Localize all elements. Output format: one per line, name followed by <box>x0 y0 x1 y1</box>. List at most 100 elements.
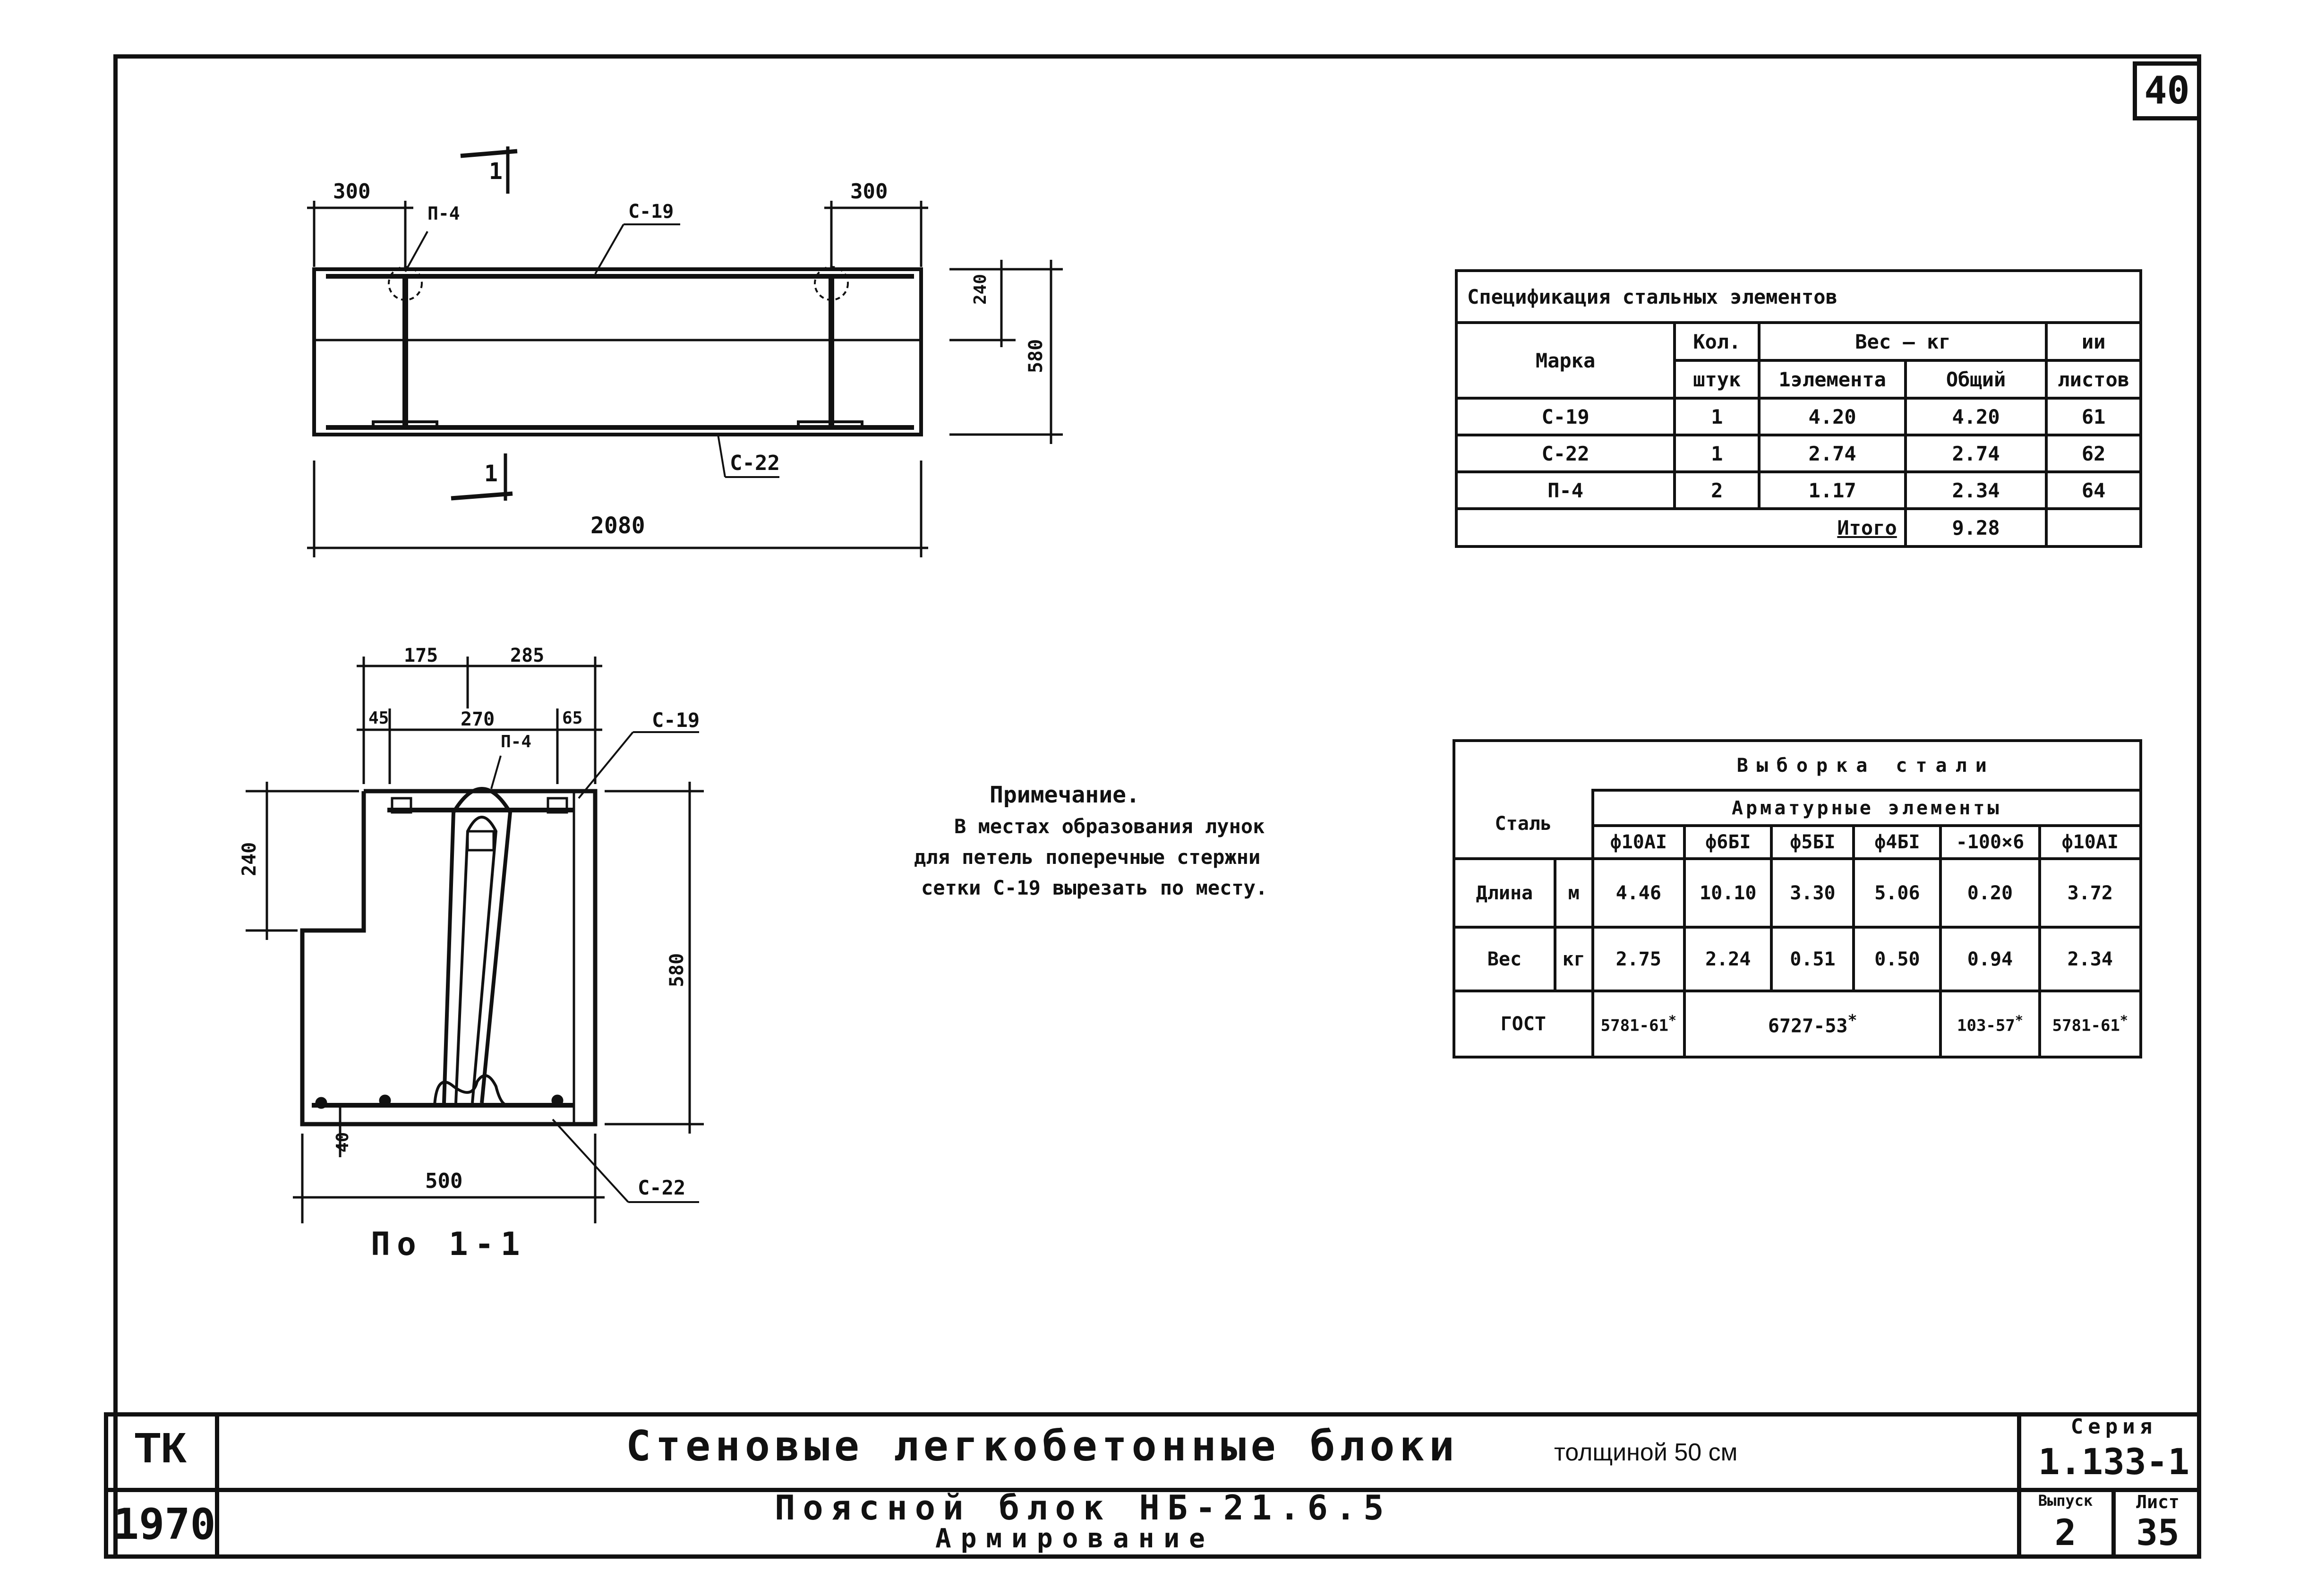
note-line-3: сетки С-19 вырезать по месту. <box>921 876 1268 899</box>
table-row: Длина м 4.46 10.10 3.30 5.06 0.20 3.72 <box>1453 857 2143 929</box>
steel-cell: 2.34 <box>2038 926 2143 992</box>
steel-gost-cell: 6727-53* <box>1683 990 1942 1058</box>
tb-sheet-value: 35 <box>2136 1511 2179 1553</box>
spec-cell: 2.34 <box>1904 470 2048 510</box>
steel-gost-label: ГОСТ <box>1453 990 1594 1058</box>
steel-cell: 5.06 <box>1852 857 1942 929</box>
steel-h-arm: Арматурные элементы <box>1731 797 2002 819</box>
steel-col-2: ф6БI <box>1683 824 1773 860</box>
steel-cell: 0.94 <box>1939 926 2041 992</box>
dim-240-section: 240 <box>239 842 260 876</box>
table-row: С-19 1 4.20 4.20 61 <box>1454 397 2142 436</box>
table-row: П-4 2 1.17 2.34 64 <box>1454 470 2142 510</box>
tb-issue-value: 2 <box>2054 1511 2077 1553</box>
gost-star: * <box>2120 1013 2128 1029</box>
tb-org: ТК <box>135 1425 187 1472</box>
dim-length: 2080 <box>590 512 645 539</box>
section-caption: По 1-1 <box>371 1226 527 1263</box>
table-row: ГОСТ 5781-61* 6727-53* 103-57* 5781-61* <box>1453 990 2143 1058</box>
tb-title-suffix: толщиной 50 см <box>1554 1439 1738 1466</box>
spec-cell: 1 <box>1673 434 1761 473</box>
dim-175: 175 <box>404 645 438 666</box>
steel-cell: 4.46 <box>1591 857 1686 929</box>
spec-itogo-value: 9.28 <box>1952 516 2000 539</box>
steel-ves-label: Вес <box>1453 926 1556 992</box>
sheet-number-box: 40 <box>2133 61 2201 120</box>
label-loop-front: П-4 <box>427 203 460 224</box>
steel-cell: 3.30 <box>1770 857 1855 929</box>
steel-gost-cell: 5781-61* <box>2038 990 2143 1058</box>
steel-ves-unit: кг <box>1553 926 1594 992</box>
steel-h-stal: Сталь <box>1495 813 1552 835</box>
spec-itogo-label: Итого <box>1837 516 1897 539</box>
steel-gost-4: 5781-61 <box>2052 1016 2120 1035</box>
tb-series-value: 1.133-1 <box>2038 1441 2190 1483</box>
tb-sheet-label: Лист <box>2136 1492 2179 1512</box>
tb-hline <box>104 1488 2201 1492</box>
label-mesh-top-front: С-19 <box>628 201 674 222</box>
spec-h-sheets-1: ии <box>2081 330 2106 353</box>
dim-40-section: 40 <box>333 1132 352 1152</box>
steel-dlina-unit: м <box>1553 857 1594 929</box>
spec-cell: 2.74 <box>1904 434 2048 473</box>
steel-gost-2: 6727-53 <box>1768 1015 1848 1037</box>
steel-title: Выборка стали <box>1736 754 1995 777</box>
tb-vline-1 <box>215 1412 219 1559</box>
spec-cell: 4.20 <box>1904 397 2048 436</box>
steel-cell: 2.75 <box>1591 926 1686 992</box>
spec-cell: 2.74 <box>1758 434 1907 473</box>
spec-cell: П-4 <box>1454 470 1676 510</box>
steel-col-6: ф10АI <box>2038 824 2143 860</box>
dim-left-300: 300 <box>333 179 371 204</box>
steel-dlina-label: Длина <box>1453 857 1556 929</box>
steel-gost-cell: 5781-61* <box>1591 990 1686 1058</box>
table-row: Вес кг 2.75 2.24 0.51 0.50 0.94 2.34 <box>1453 926 2143 992</box>
tb-subtitle-1: Поясной блок НБ-21.6.5 <box>775 1488 1392 1528</box>
steel-col-3: ф5БI <box>1770 824 1855 860</box>
spec-h-weight: Вес — кг <box>1855 330 1951 353</box>
block-outline <box>312 267 923 436</box>
spec-h-elem: 1элемента <box>1778 367 1886 391</box>
spec-cell: 62 <box>2045 434 2142 473</box>
steel-col-4: ф4БI <box>1852 824 1942 860</box>
spec-cell: 1 <box>1673 397 1761 436</box>
steel-col-5: -100×6 <box>1939 824 2041 860</box>
note-line-1: В местах образования лунок <box>954 815 1265 838</box>
steel-cell: 0.50 <box>1852 926 1942 992</box>
steel-cell: 0.51 <box>1770 926 1855 992</box>
spec-table: Спецификация стальных элементов Марка Ко… <box>1454 269 2142 548</box>
tb-series-label: Серия <box>2070 1415 2157 1439</box>
spec-h-total: Общий <box>1946 367 2006 391</box>
loop-section <box>442 787 513 1103</box>
dim-65: 65 <box>562 708 583 728</box>
steel-cell: 0.20 <box>1939 857 2041 929</box>
dim-500-section: 500 <box>425 1169 463 1193</box>
title-block <box>104 1412 2201 1559</box>
spec-h-mark: Марка <box>1535 349 1596 372</box>
tb-title-main: Стеновые легкобетонные блоки <box>626 1422 1459 1470</box>
gost-star: * <box>1847 1011 1857 1030</box>
spec-cell: С-19 <box>1454 397 1676 436</box>
label-mesh-top-section: С-19 <box>652 708 700 732</box>
table-row: С-22 1 2.74 2.74 62 <box>1454 434 2142 473</box>
dim-580-section: 580 <box>666 953 688 987</box>
steel-gost-1: 5781-61 <box>1600 1016 1668 1035</box>
spec-h-qty-1: Кол. <box>1693 330 1741 353</box>
section-mark-bottom: 1 <box>484 461 498 487</box>
steel-gost-cell: 103-57* <box>1939 990 2041 1058</box>
spec-cell: С-22 <box>1454 434 1676 473</box>
note-title: Примечание. <box>990 782 1140 808</box>
spec-title: Спецификация стальных элементов <box>1467 285 1837 308</box>
gost-star: * <box>1668 1013 1676 1029</box>
tb-vline-2 <box>2017 1412 2021 1559</box>
spec-h-sheets-2: листов <box>2058 367 2130 391</box>
spec-cell: 61 <box>2045 397 2142 436</box>
label-loop-section: П-4 <box>501 732 532 751</box>
spec-h-qty-2: штук <box>1693 367 1741 391</box>
steel-table: Выборка стали Сталь Арматурные элементы … <box>1453 739 2143 1058</box>
dim-right-300: 300 <box>850 179 888 204</box>
spec-cell: 4.20 <box>1758 397 1907 436</box>
steel-gost-3: 103-57 <box>1957 1016 2015 1035</box>
